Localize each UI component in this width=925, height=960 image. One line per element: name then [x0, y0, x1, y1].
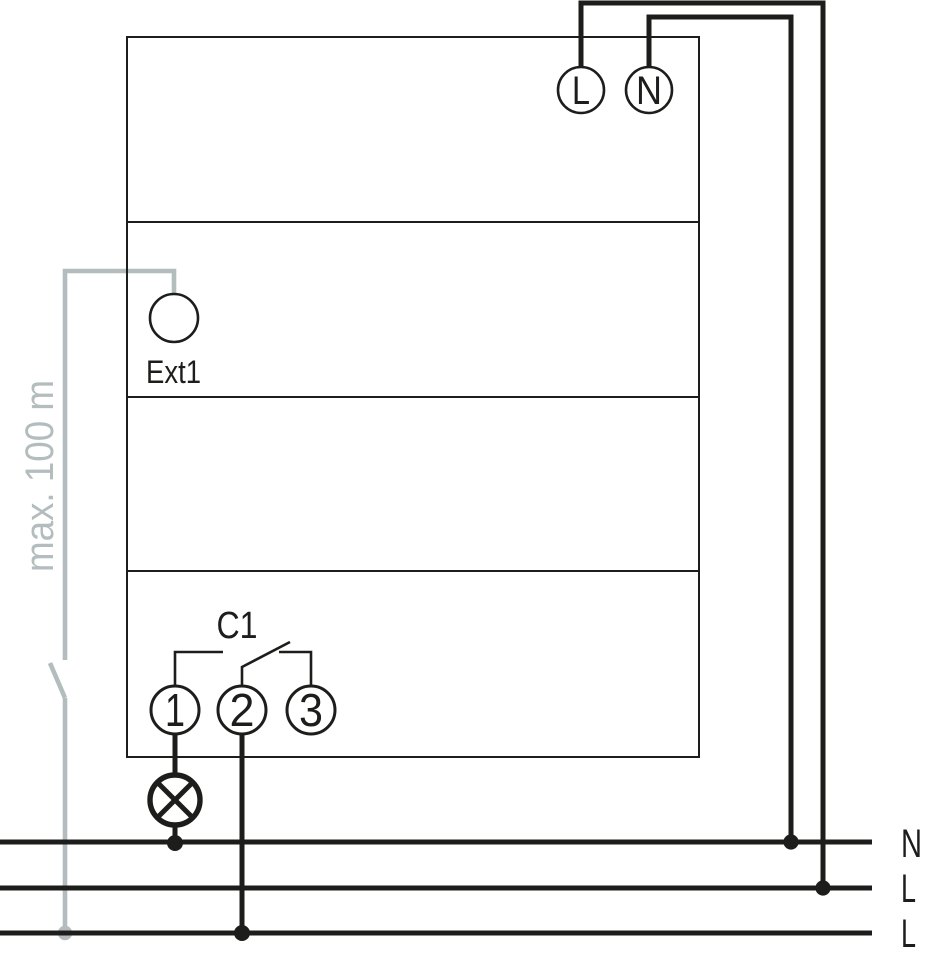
wire-l-supply	[578, 0, 826, 888]
supply-wiring-group	[578, 0, 831, 896]
junction-dot-lamp-n	[167, 835, 183, 851]
terminal-1-label: 1	[165, 684, 185, 736]
terminal-3-label: 3	[299, 684, 323, 736]
bus-label-l1: L	[901, 867, 916, 911]
junction-dot-l	[815, 880, 831, 896]
terminal-3-circle	[285, 684, 337, 736]
terminal-l-circle	[556, 65, 606, 115]
terminal-n-circle	[624, 65, 674, 115]
contact-fixed-right	[279, 650, 313, 688]
terminal-n-label: N	[636, 69, 662, 113]
terminal-2-label: 2	[230, 684, 255, 736]
junction-dot-n	[783, 834, 799, 850]
device-box	[126, 36, 700, 758]
channel-label: C1	[217, 605, 258, 647]
external-signal-wire-group: max. 100 m	[18, 268, 177, 941]
contact-fixed-left	[173, 650, 223, 688]
signal-wire-upper	[62, 268, 177, 660]
junction-dot-terminal2-l	[234, 925, 250, 941]
ext1-input-label: Ext1	[146, 354, 201, 390]
terminal-1-circle	[149, 684, 201, 736]
lamp-cross-2	[155, 780, 195, 820]
wire-length-note: max. 100 m	[18, 380, 62, 572]
terminal-l-label: L	[572, 69, 590, 113]
bus-label-n: N	[901, 822, 922, 866]
wire-n-supply	[646, 14, 794, 842]
ext1-input-circle	[148, 292, 200, 344]
external-switch-blade	[47, 662, 68, 699]
bus-label-l2: L	[901, 912, 916, 956]
contact-moving-blade	[240, 640, 291, 688]
load-wiring-group	[147, 734, 250, 941]
mains-bus-group: N L L	[0, 822, 922, 956]
terminals-group: L N Ext1 1 2 3	[146, 65, 674, 736]
terminal-2-circle	[216, 684, 268, 736]
contact-symbol-group: C1	[173, 605, 313, 688]
